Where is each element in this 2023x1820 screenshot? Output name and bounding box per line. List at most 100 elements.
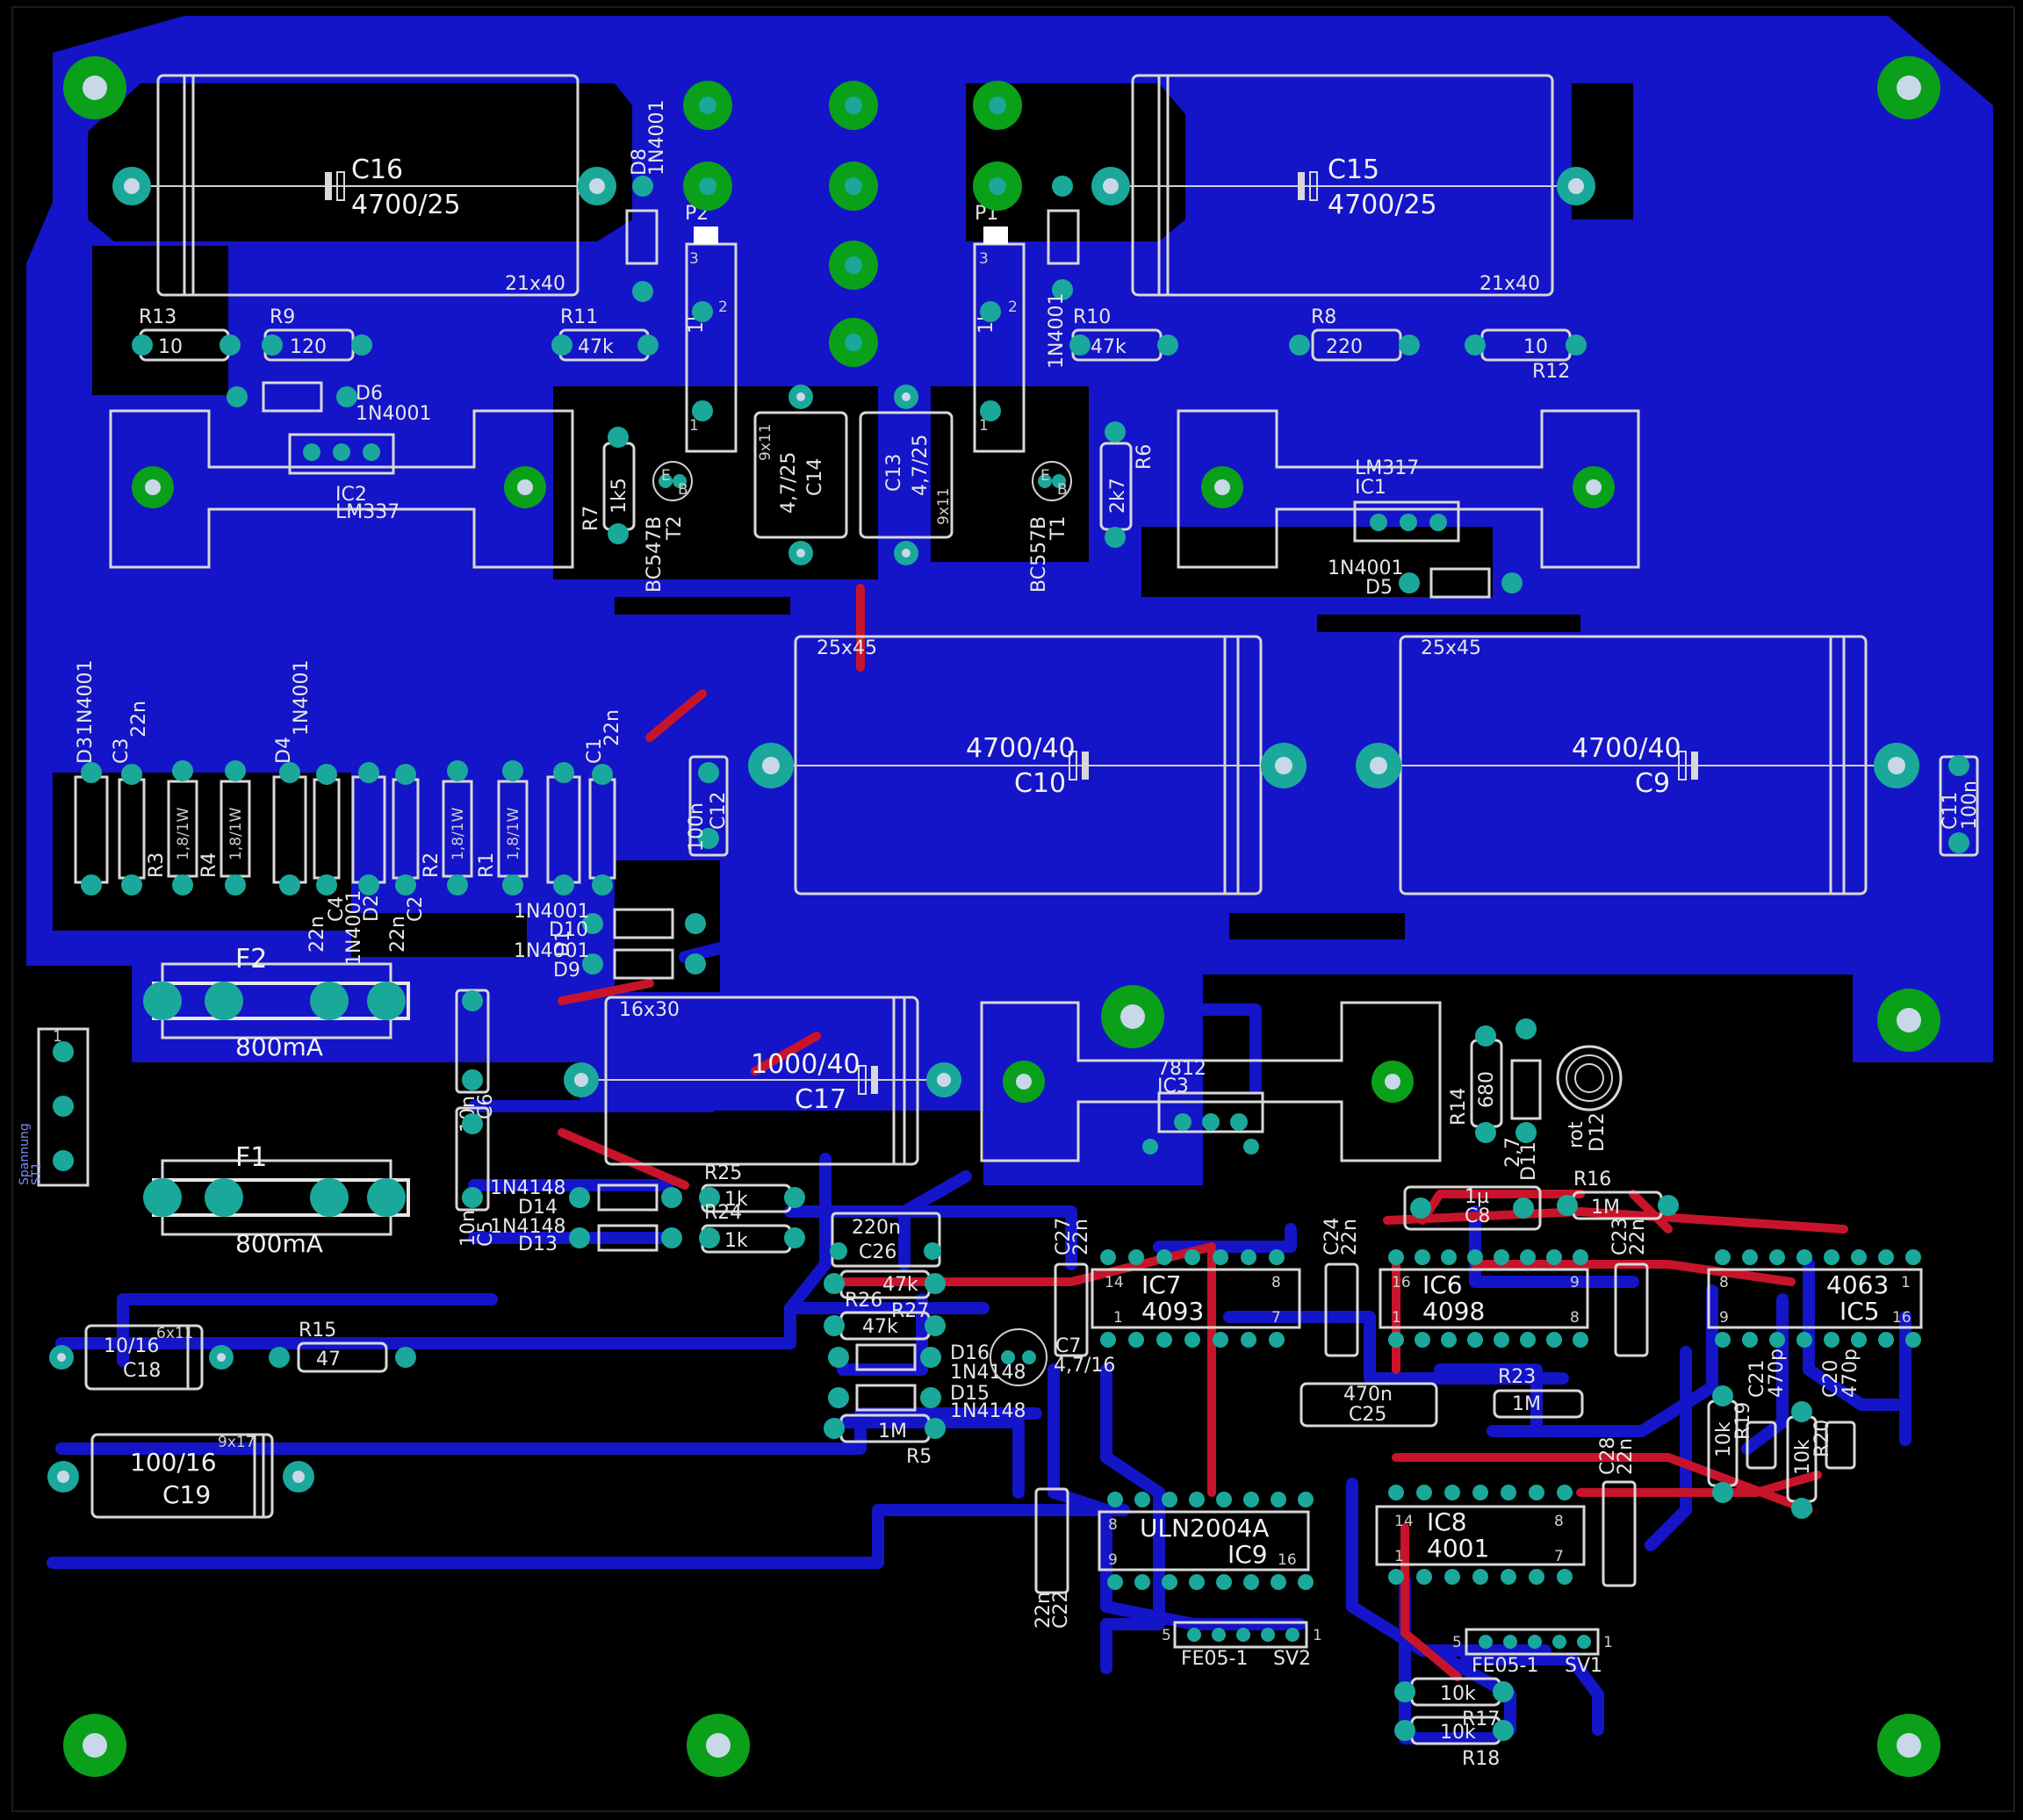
ic5-value: 4063	[1826, 1270, 1889, 1299]
ic6-pin16: 16	[1392, 1274, 1411, 1291]
ic7-pin1: 1	[1113, 1309, 1123, 1327]
ic7-pin14: 14	[1105, 1274, 1124, 1291]
ic-pin-pad	[1415, 1332, 1430, 1348]
header-sv2: 5 1 FE05-1 SV2	[1162, 1621, 1322, 1670]
c27-value: 22n	[1070, 1219, 1092, 1255]
c20-value: 470p	[1839, 1349, 1861, 1398]
c2-value: 22n	[387, 916, 409, 953]
c25-name: C25	[1349, 1404, 1386, 1426]
r27-value: 47k	[882, 1274, 918, 1296]
r3-name: R3	[146, 852, 168, 878]
ic-pin-pad	[1742, 1249, 1758, 1265]
st1-pin1: 1	[53, 1028, 62, 1046]
resistor-r20: 10k R20	[1786, 1401, 1833, 1519]
r25-value: 1k	[724, 1189, 748, 1211]
c25-value: 470n	[1343, 1384, 1393, 1406]
sv2-pin5: 5	[1162, 1627, 1171, 1644]
fuse-f2: F2 800mA	[143, 944, 410, 1061]
ic-pin-pad	[1415, 1249, 1430, 1265]
c19-name: C19	[162, 1480, 211, 1509]
mount-hole	[63, 1714, 126, 1777]
r20-name: R20	[1811, 1420, 1833, 1457]
c5-name: C5	[475, 1221, 497, 1247]
diode-d13: 1N4148 D13	[490, 1216, 682, 1255]
header-sv1: 5 1 FE05-1 SV1	[1452, 1628, 1613, 1677]
p2-pin1: 1	[689, 417, 699, 435]
c3-value: 22n	[128, 701, 150, 737]
mount-hole	[687, 1714, 750, 1777]
p1-pin1: 1	[979, 417, 989, 435]
ic-pin-pad	[1107, 1574, 1123, 1590]
ic8-name: IC8	[1427, 1507, 1467, 1536]
c23-value: 22n	[1627, 1219, 1649, 1255]
ic6-pin8: 8	[1570, 1309, 1580, 1327]
c16-value: 4700/25	[351, 190, 461, 220]
traces-top	[558, 584, 1848, 1681]
ic-pin-pad	[1878, 1249, 1894, 1265]
transistor-t2: E B BC547B T2	[644, 461, 693, 593]
r11-name: R11	[560, 306, 598, 328]
ic-pin-pad	[1573, 1332, 1588, 1348]
ic-pin-pad	[1878, 1332, 1894, 1348]
ic-pin-pad	[1520, 1249, 1536, 1265]
c9-name: C9	[1635, 768, 1670, 799]
ic-pin-pad	[1444, 1485, 1460, 1500]
sv2-name: SV2	[1273, 1648, 1311, 1670]
d13-value: 1N4148	[490, 1216, 565, 1238]
c4-value: 22n	[306, 916, 328, 953]
c14-name: C14	[804, 458, 826, 496]
resistor-r6: 2k7 R6	[1099, 421, 1155, 548]
resistor-r24: R24 1k	[699, 1202, 805, 1254]
c7-value: 4,7/16	[1054, 1355, 1115, 1377]
c10-name: C10	[1014, 768, 1066, 799]
ic-pin-pad	[1271, 1574, 1286, 1590]
mount-hole	[63, 56, 126, 119]
r14-value: 680	[1476, 1071, 1498, 1108]
d14-name: D14	[518, 1197, 558, 1219]
ic-pin-pad	[1184, 1249, 1200, 1265]
r2-value: 1,8/1W	[450, 807, 467, 860]
ic2-name: IC2	[335, 484, 367, 506]
r12-name: R12	[1532, 361, 1570, 383]
ic-pin-pad	[1546, 1332, 1562, 1348]
r18-value: 10k	[1440, 1722, 1476, 1744]
ic-pin-pad	[1388, 1332, 1404, 1348]
ic3-name: IC3	[1157, 1075, 1189, 1097]
resistor-r5: 1M R5	[824, 1414, 946, 1468]
r6-name: R6	[1134, 444, 1155, 470]
capacitor-c23: C23 22n	[1609, 1218, 1649, 1357]
ic2-value: LM337	[335, 501, 400, 523]
r19-value: 10k	[1713, 1421, 1735, 1457]
diode-d11: D11 2,7	[1502, 1018, 1542, 1181]
sv2-pin1: 1	[1313, 1627, 1322, 1644]
d2-value: 1N4001	[343, 890, 365, 966]
capacitor-c7: C7 4,7/16	[990, 1328, 1115, 1386]
resistor-r19: 10k R19	[1707, 1385, 1754, 1503]
resistor-r26: R26 47k	[824, 1290, 946, 1341]
ic-pin-pad	[1796, 1249, 1812, 1265]
r1-name: R1	[476, 852, 498, 878]
capacitor-c9: 25x45 4700/40 C9	[1356, 635, 1919, 896]
ic7-pin7: 7	[1271, 1309, 1281, 1327]
ic-pin-pad	[1241, 1249, 1256, 1265]
c28-name: C28	[1597, 1437, 1619, 1475]
mount-hole	[1877, 989, 1940, 1052]
ic-pin-pads	[1100, 1249, 1921, 1590]
t2-value: BC547B	[644, 516, 666, 593]
ic-pin-pad	[1573, 1249, 1588, 1265]
ic-pin-pad	[1107, 1492, 1123, 1507]
ic9-pin8: 8	[1108, 1516, 1118, 1534]
r17-value: 10k	[1440, 1683, 1476, 1705]
r10-value: 47k	[1091, 336, 1127, 358]
c9-value: 4700/40	[1572, 733, 1681, 764]
d5-name: D5	[1365, 577, 1393, 599]
r10-name: R10	[1073, 306, 1111, 328]
d3-name: D3	[75, 737, 97, 764]
ic-pin-pad	[1824, 1332, 1839, 1348]
ic8-pin1: 1	[1394, 1548, 1404, 1565]
d8-value: 1N4001	[646, 100, 668, 176]
c18-value: 10/16	[104, 1335, 159, 1357]
r26-value: 47k	[862, 1316, 898, 1338]
capacitor-c8: 1µ C8	[1403, 1185, 1542, 1231]
r12-value: 10	[1523, 336, 1548, 358]
